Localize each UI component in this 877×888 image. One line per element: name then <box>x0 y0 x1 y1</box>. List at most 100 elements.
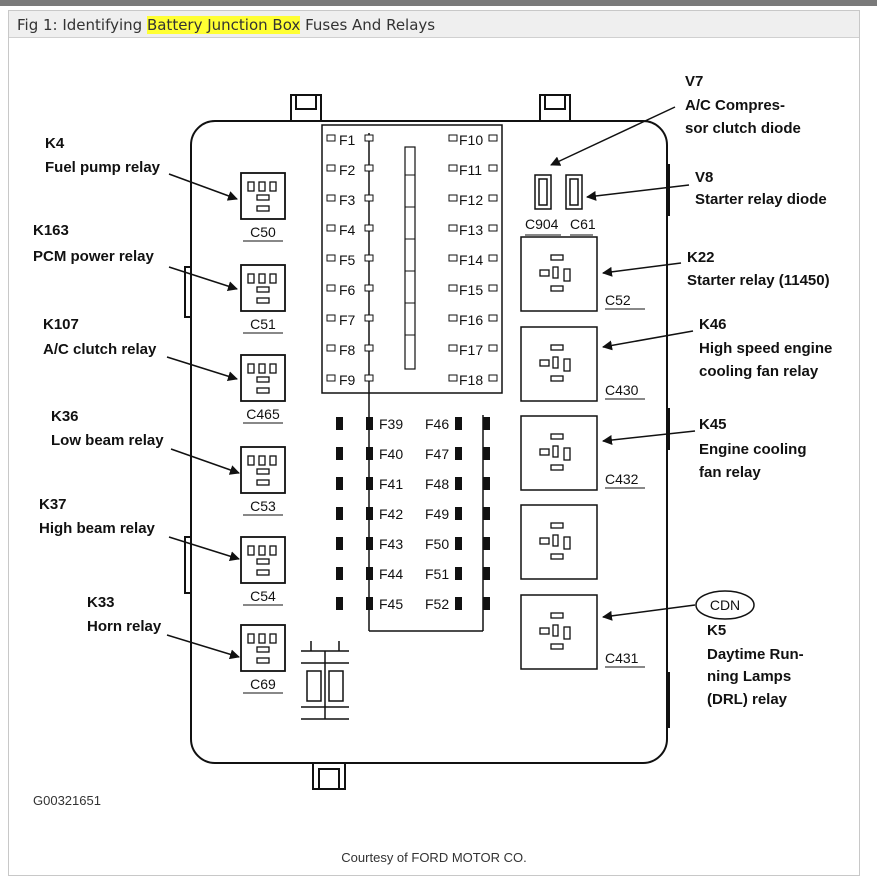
relay-connector-label: C50 <box>250 224 276 240</box>
maxi-fuse-label: F45 <box>379 596 403 612</box>
maxi-fuse-left-5: F44 <box>336 566 403 582</box>
relay-connector-label: C430 <box>605 382 639 398</box>
mini-fuse-left-6: F7 <box>326 312 374 328</box>
mini-fuse-label: F18 <box>459 372 483 388</box>
maxi-fuse-right-3: F49 <box>425 506 490 522</box>
left-label-k107: K107 A/C clutch relay <box>43 316 238 382</box>
courtesy-credit: Courtesy of FORD MOTOR CO. <box>341 850 527 865</box>
right-relay-3 <box>520 504 598 580</box>
left-relay-k163: C51 <box>240 264 286 334</box>
mini-fuse-label: F16 <box>459 312 483 328</box>
relay-connector-label: C51 <box>250 316 276 332</box>
k46-line2: cooling fan relay <box>699 363 819 380</box>
maxi-fuse-right-6: F52 <box>425 596 490 612</box>
right-relay-0: C52 <box>520 236 645 312</box>
mini-fuse-right-3: F13 <box>448 222 498 238</box>
k45-code: K45 <box>699 416 727 433</box>
mini-fuse-left-1: F2 <box>326 162 374 178</box>
maxi-fuse-left-4: F43 <box>336 536 403 552</box>
k4-code: K4 <box>45 135 65 152</box>
k5-code: K5 <box>707 622 726 639</box>
figure-id: G00321651 <box>33 793 101 808</box>
left-relay-k33: C69 <box>240 624 286 694</box>
maxi-fuse-label: F47 <box>425 446 449 462</box>
relay-connector-label: C432 <box>605 471 639 487</box>
caption-suffix: Fuses And Relays <box>300 16 436 34</box>
maxi-fuse-left-6: F45 <box>336 596 403 612</box>
caption-highlight: Battery Junction Box <box>146 16 301 34</box>
mini-fuse-left-2: F3 <box>326 192 374 208</box>
caption-bar: Fig 1: Identifying Battery Junction Box … <box>9 11 859 38</box>
mini-fuse-right-1: F11 <box>448 162 498 178</box>
right-relay-4: C431 <box>520 594 645 670</box>
maxi-fuse-label: F46 <box>425 416 449 432</box>
k163-code: K163 <box>33 222 69 239</box>
left-label-k36: K36 Low beam relay <box>51 408 240 475</box>
mini-fuse-left-0: F1 <box>326 132 374 148</box>
k36-name: Low beam relay <box>51 432 164 449</box>
v7-code: V7 <box>685 73 703 90</box>
k5-line2: ning Lamps <box>707 668 791 685</box>
maxi-fuse-label: F42 <box>379 506 403 522</box>
right-label-k45: K45 Engine cooling fan relay <box>602 416 807 481</box>
k33-name: Horn relay <box>87 618 162 635</box>
mini-fuse-right-5: F15 <box>448 282 498 298</box>
left-label-k163: K163 PCM power relay <box>33 222 238 291</box>
mini-fuse-label: F11 <box>459 162 482 178</box>
left-label-k4: K4 Fuel pump relay <box>45 135 238 201</box>
maxi-fuse-right-2: F48 <box>425 476 490 492</box>
mini-fuse-label: F4 <box>339 222 356 238</box>
maxi-fuse-label: F48 <box>425 476 449 492</box>
mini-fuse-label: F10 <box>459 132 483 148</box>
figure-caption: Fig 1: Identifying Battery Junction Box … <box>17 16 435 34</box>
mini-fuse-label: F7 <box>339 312 356 328</box>
cdn-badge <box>695 590 755 620</box>
caption-prefix: Fig 1: Identifying <box>17 16 147 34</box>
left-relay-k107: C465 <box>240 354 286 424</box>
left-relay-k4: C50 <box>240 172 286 242</box>
mini-fuse-label: F5 <box>339 252 356 268</box>
mini-fuse-right-8: F18 <box>448 372 498 388</box>
connector-c904: C904 <box>525 216 559 232</box>
k46-code: K46 <box>699 316 727 333</box>
mini-fuse-right-6: F16 <box>448 312 498 328</box>
window-top-rule <box>0 0 877 6</box>
mini-fuse-label: F12 <box>459 192 483 208</box>
maxi-fuse-label: F49 <box>425 506 449 522</box>
maxi-fuse-label: F50 <box>425 536 449 552</box>
mini-fuse-label: F13 <box>459 222 483 238</box>
mini-fuse-left-5: F6 <box>326 282 374 298</box>
maxi-fuse-label: F52 <box>425 596 449 612</box>
k36-code: K36 <box>51 408 79 425</box>
right-label-k22: K22 Starter relay (11450) <box>602 249 830 289</box>
maxi-fuse-label: F39 <box>379 416 403 432</box>
mini-fuse-label: F9 <box>339 372 356 388</box>
right-relay-1: C430 <box>520 326 645 402</box>
maxi-fuse-label: F43 <box>379 536 403 552</box>
k163-name: PCM power relay <box>33 248 155 265</box>
maxi-fuse-label: F40 <box>379 446 403 462</box>
k37-name: High beam relay <box>39 520 156 537</box>
k107-name: A/C clutch relay <box>43 341 157 358</box>
mini-fuse-label: F8 <box>339 342 356 358</box>
k45-line1: Engine cooling <box>699 441 807 458</box>
cdn-badge-text: CDN <box>710 597 740 613</box>
maxi-fuse-left-1: F40 <box>336 446 403 462</box>
mini-fuse-right-4: F14 <box>448 252 498 268</box>
figure-frame: Fig 1: Identifying Battery Junction Box … <box>8 10 860 876</box>
mini-fuse-left-7: F8 <box>326 342 374 358</box>
k33-code: K33 <box>87 594 115 611</box>
left-relay-k37: C54 <box>240 536 286 606</box>
mini-fuse-right-0: F10 <box>448 132 498 148</box>
maxi-fuse-label: F44 <box>379 566 403 582</box>
k22-code: K22 <box>687 249 715 266</box>
right-label-k46: K46 High speed engine cooling fan relay <box>602 316 832 380</box>
mini-fuse-label: F3 <box>339 192 356 208</box>
mini-fuse-right-2: F12 <box>448 192 498 208</box>
right-label-v8: V8 Starter relay diode <box>586 169 827 208</box>
